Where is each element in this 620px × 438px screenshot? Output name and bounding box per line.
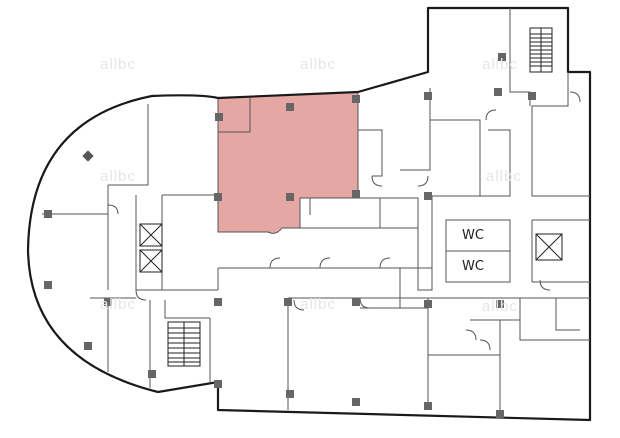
watermark: allbc	[482, 56, 518, 73]
elevator-shafts	[139, 223, 563, 273]
structural-columns	[44, 53, 536, 418]
stairs-top	[529, 27, 553, 73]
highlighted-unit[interactable]	[217, 91, 359, 234]
outer-wall	[26, 6, 592, 422]
watermark: allbc	[100, 296, 136, 313]
watermark: allbc	[100, 56, 136, 73]
watermark: allbc	[300, 56, 336, 73]
room-label-wc: WC	[462, 228, 484, 243]
room-label-wc: WC	[462, 259, 484, 274]
watermark: allbc	[486, 168, 522, 185]
watermark: allbc	[300, 296, 336, 313]
watermark: allbc	[100, 168, 136, 185]
watermark: allbc	[482, 298, 518, 315]
diamond-marker	[82, 150, 94, 162]
stairs-bottom	[167, 321, 201, 367]
